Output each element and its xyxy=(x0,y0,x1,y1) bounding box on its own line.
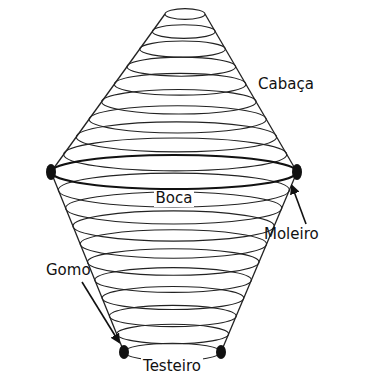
side-line xyxy=(221,172,297,352)
ring xyxy=(102,90,256,115)
ring xyxy=(140,41,226,57)
part-name: Cabaça xyxy=(256,76,316,93)
leader-arrow xyxy=(82,282,119,342)
part-name: Boca xyxy=(154,190,195,207)
ring xyxy=(89,106,266,133)
part-name: Gomo xyxy=(44,262,93,279)
ring xyxy=(95,268,252,293)
knot xyxy=(46,164,56,180)
ring xyxy=(165,9,205,20)
ring xyxy=(102,286,244,309)
side-line xyxy=(205,14,297,172)
ring xyxy=(88,249,260,276)
part-name: Testeiro xyxy=(141,358,203,375)
ring xyxy=(117,324,229,343)
knot xyxy=(292,164,302,180)
mouth-ring xyxy=(51,155,297,189)
knot xyxy=(216,345,226,359)
ring xyxy=(76,122,276,152)
leader-arrow xyxy=(292,186,306,224)
side-line xyxy=(51,14,165,172)
ring xyxy=(152,25,215,39)
knot xyxy=(119,345,129,359)
ring xyxy=(58,173,289,207)
ring xyxy=(73,211,274,241)
ring xyxy=(109,305,236,326)
part-name: Moleiro xyxy=(262,226,321,243)
